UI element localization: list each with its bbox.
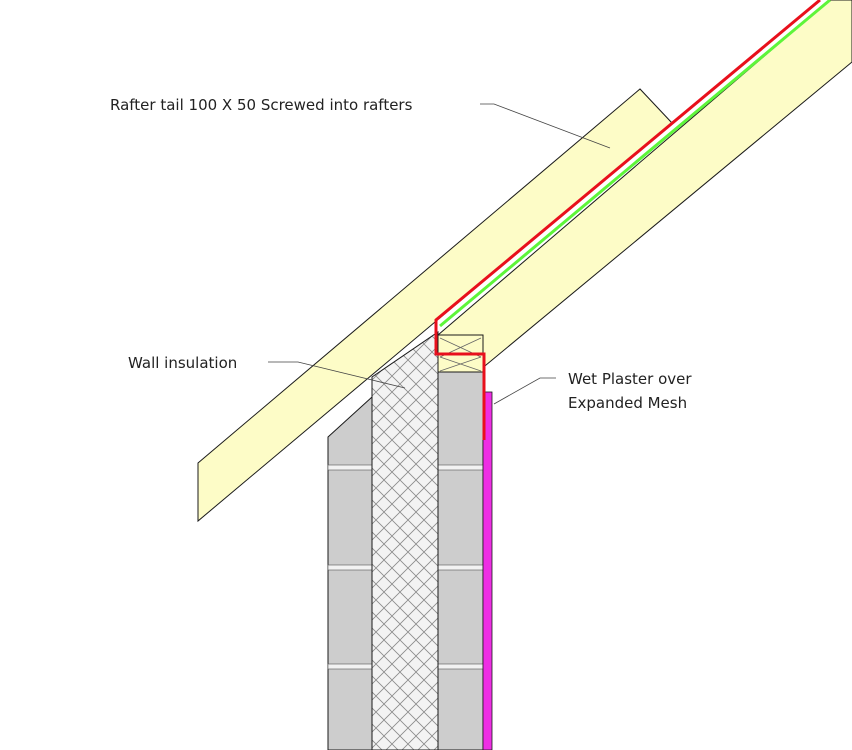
flashing: [434, 0, 821, 440]
label-plaster-line2: Expanded Mesh: [568, 394, 687, 412]
leader-lines: [268, 103, 611, 405]
mortar-joint: [437, 663, 484, 670]
label-wall-insulation: Wall insulation: [128, 354, 237, 372]
mortar-joint: [327, 663, 373, 670]
leader-rafter-tail: [480, 103, 611, 149]
wall-plate-cross: [439, 337, 482, 372]
leader-plaster: [493, 377, 556, 405]
inner-leaf-blockwork: [437, 371, 484, 750]
leader-wall-insulation: [268, 361, 406, 389]
wall-insulation: [371, 331, 439, 750]
roof-underlay: [439, 0, 831, 328]
mortar-joint: [327, 464, 373, 471]
mortar-joint: [437, 464, 484, 471]
mortar-joint: [327, 564, 373, 571]
label-rafter-tail: Rafter tail 100 X 50 Screwed into rafter…: [110, 96, 413, 114]
mortar-joint: [437, 564, 484, 571]
main-rafter: [437, 0, 852, 371]
outer-leaf-blockwork: [327, 395, 373, 750]
label-plaster-line1: Wet Plaster over: [568, 370, 692, 388]
wet-plaster: [482, 391, 493, 750]
